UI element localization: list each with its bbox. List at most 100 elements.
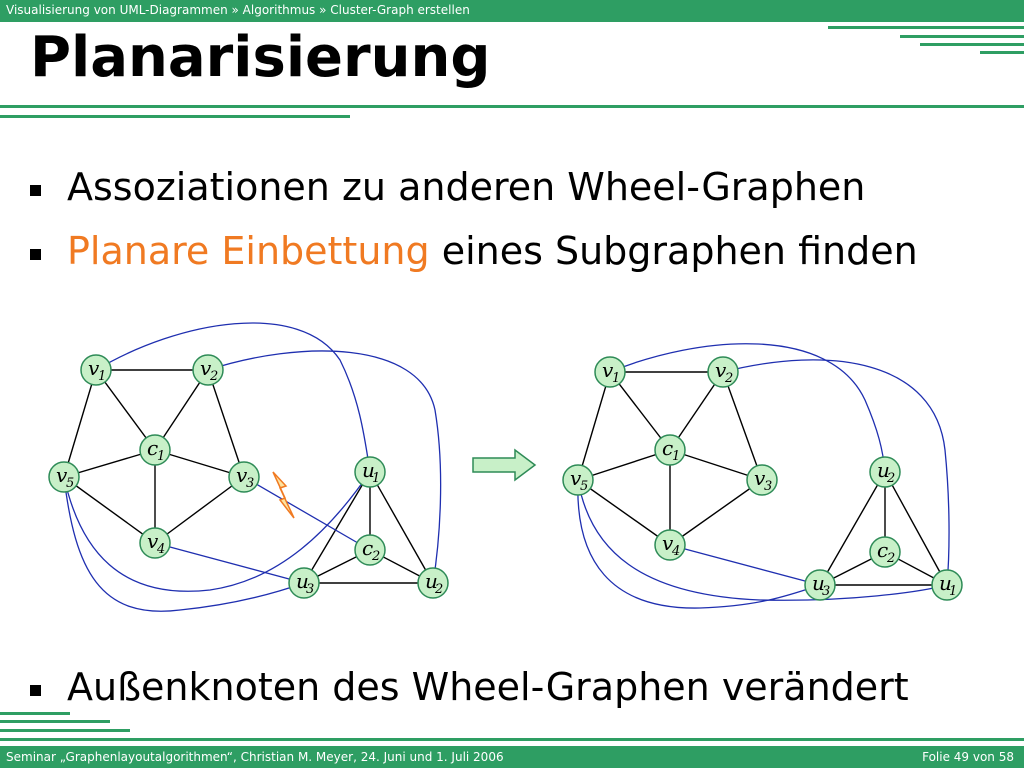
deco-line-top-right-2 bbox=[900, 35, 1024, 38]
node-label: u bbox=[362, 458, 375, 482]
right-node-v1: v1 bbox=[594, 356, 626, 388]
deco-line-bottom-2 bbox=[0, 720, 110, 723]
left-node-v4: v4 bbox=[139, 527, 171, 559]
right-association-edges bbox=[577, 343, 950, 609]
node-label: c bbox=[362, 536, 373, 560]
node-subscript: 3 bbox=[764, 479, 772, 494]
node-label: v bbox=[602, 358, 614, 382]
deco-line-top-right-1 bbox=[828, 26, 1024, 29]
node-circle bbox=[80, 354, 112, 386]
right-node-c2: c2 bbox=[869, 536, 901, 568]
header-bar: Visualisierung von UML-Diagrammen » Algo… bbox=[0, 0, 1024, 22]
node-subscript: 2 bbox=[724, 371, 733, 386]
node-circle bbox=[562, 464, 594, 496]
page-title: Planarisierung bbox=[30, 25, 491, 90]
node-circle bbox=[139, 527, 171, 559]
node-label: c bbox=[877, 538, 888, 562]
node-circle bbox=[804, 569, 836, 601]
node-label: v bbox=[570, 466, 582, 490]
node-label: c bbox=[662, 436, 673, 460]
bullet-text-3: Außenknoten des Wheel-Graphen verändert bbox=[67, 665, 909, 709]
node-subscript: 2 bbox=[886, 471, 895, 486]
left-node-u1: u1 bbox=[354, 456, 386, 488]
right-node-v5: v5 bbox=[562, 464, 594, 496]
node-circle bbox=[354, 534, 386, 566]
node-circle bbox=[654, 434, 686, 466]
bullet-item-3: Außenknoten des Wheel-Graphen verändert bbox=[30, 668, 909, 706]
left-association-edges bbox=[63, 322, 442, 612]
bullet-text-1: Assoziationen zu anderen Wheel-Graphen bbox=[67, 165, 866, 209]
deco-line-bottom-4 bbox=[0, 738, 1024, 741]
footer-left: Seminar „Graphenlayoutalgorithmen“, Chri… bbox=[6, 750, 504, 764]
node-label: v bbox=[56, 463, 68, 487]
node-subscript: 1 bbox=[672, 449, 680, 464]
node-subscript: 4 bbox=[671, 544, 680, 559]
bullet-square-icon bbox=[30, 685, 41, 696]
node-subscript: 2 bbox=[371, 549, 380, 564]
deco-line-bottom-1 bbox=[0, 712, 70, 715]
node-label: u bbox=[296, 569, 309, 593]
node-label: u bbox=[877, 458, 890, 482]
right-node-u1: u1 bbox=[931, 569, 963, 601]
node-subscript: 1 bbox=[372, 471, 380, 486]
bullet-highlight: Planare Einbettung bbox=[67, 229, 430, 273]
deco-line-title-1 bbox=[0, 105, 1024, 108]
node-circle bbox=[228, 461, 260, 493]
node-circle bbox=[654, 529, 686, 561]
bullet-item-2: Planare Einbettung eines Subgraphen find… bbox=[30, 232, 918, 270]
node-circle bbox=[869, 456, 901, 488]
node-subscript: 1 bbox=[98, 369, 106, 384]
node-subscript: 1 bbox=[949, 584, 957, 599]
node-label: v bbox=[147, 529, 159, 553]
node-label: u bbox=[425, 569, 438, 593]
deco-line-title-2 bbox=[0, 115, 350, 118]
breadcrumb: Visualisierung von UML-Diagrammen » Algo… bbox=[6, 3, 470, 17]
left-node-v2: v2 bbox=[192, 354, 224, 386]
left-node-v3: v3 bbox=[228, 461, 260, 493]
node-subscript: 2 bbox=[209, 369, 218, 384]
right-node-u2: u2 bbox=[869, 456, 901, 488]
bullet-item-1: Assoziationen zu anderen Wheel-Graphen bbox=[30, 168, 865, 206]
node-circle bbox=[354, 456, 386, 488]
left-node-c1: c1 bbox=[139, 434, 171, 466]
node-circle bbox=[48, 461, 80, 493]
footer-page-number: Folie 49 von 58 bbox=[922, 750, 1014, 764]
node-label: c bbox=[147, 436, 158, 460]
right-node-v3: v3 bbox=[746, 464, 778, 496]
node-label: v bbox=[200, 356, 212, 380]
node-subscript: 5 bbox=[66, 476, 74, 491]
node-label: v bbox=[88, 356, 100, 380]
left-node-c2: c2 bbox=[354, 534, 386, 566]
node-subscript: 2 bbox=[886, 551, 895, 566]
node-circle bbox=[192, 354, 224, 386]
node-circle bbox=[931, 569, 963, 601]
node-label: v bbox=[662, 531, 674, 555]
right-node-c1: c1 bbox=[654, 434, 686, 466]
footer-bar: Seminar „Graphenlayoutalgorithmen“, Chri… bbox=[0, 746, 1024, 768]
deco-line-top-right-3 bbox=[920, 43, 1024, 46]
node-label: u bbox=[939, 571, 952, 595]
node-circle bbox=[707, 356, 739, 388]
right-node-v2: v2 bbox=[707, 356, 739, 388]
deco-line-bottom-3 bbox=[0, 729, 130, 732]
deco-line-top-right-4 bbox=[980, 51, 1024, 54]
node-circle bbox=[288, 567, 320, 599]
node-circle bbox=[139, 434, 171, 466]
left-node-v1: v1 bbox=[80, 354, 112, 386]
node-label: u bbox=[812, 571, 825, 595]
bullet-square-icon bbox=[30, 185, 41, 196]
node-subscript: 3 bbox=[822, 584, 830, 599]
right-arrow-icon bbox=[472, 448, 537, 482]
node-subscript: 1 bbox=[157, 449, 165, 464]
node-subscript: 5 bbox=[580, 479, 588, 494]
bullet-text-2: eines Subgraphen finden bbox=[429, 229, 918, 273]
right-node-u3: u3 bbox=[804, 569, 836, 601]
node-subscript: 4 bbox=[156, 542, 165, 557]
lightning-icon bbox=[272, 471, 295, 519]
node-subscript: 3 bbox=[246, 476, 254, 491]
left-node-u2: u2 bbox=[417, 567, 449, 599]
node-label: v bbox=[754, 466, 766, 490]
